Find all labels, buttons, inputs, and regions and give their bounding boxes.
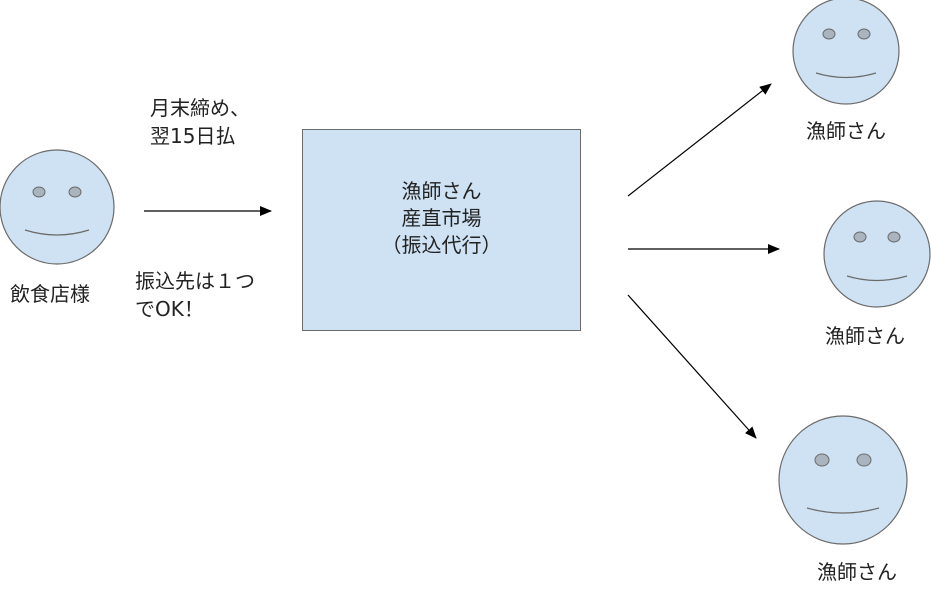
single-payee-note: 振込先は１つ でOK！ bbox=[135, 267, 255, 323]
single-payee-line-2: でOK！ bbox=[135, 297, 204, 321]
customer-smiley-icon bbox=[0, 149, 115, 265]
payment-terms-line-1: 月末締め、 bbox=[150, 96, 250, 120]
fisherman-label-2: 漁師さん bbox=[825, 324, 905, 348]
arrow-box-to-fisherman-3 bbox=[627, 294, 757, 439]
arrow-box-to-fisherman-1 bbox=[627, 83, 772, 197]
center-box-line-2: 産直市場 bbox=[401, 205, 482, 230]
center-box-line-3: （振込代行） bbox=[381, 232, 502, 257]
fisherman-label-3: 漁師さん bbox=[817, 560, 897, 584]
fisherman-smiley-icon-3 bbox=[778, 415, 908, 545]
customer-label: 飲食店様 bbox=[10, 282, 90, 306]
center-box-background bbox=[302, 129, 581, 331]
fisherman-smiley-icon-2 bbox=[823, 200, 931, 308]
fisherman-label-1: 漁師さん bbox=[806, 119, 886, 143]
center-box: 漁師さん 産直市場 （振込代行） bbox=[302, 129, 581, 331]
payment-terms-note: 月末締め、 翌15日払 bbox=[150, 94, 250, 150]
center-box-line-1: 漁師さん bbox=[401, 178, 482, 203]
single-payee-line-1: 振込先は１つ bbox=[135, 269, 255, 293]
center-box-text: 漁師さん 産直市場 （振込代行） bbox=[382, 178, 502, 259]
payment-terms-line-2: 翌15日払 bbox=[150, 124, 236, 148]
fisherman-smiley-icon-1 bbox=[792, 0, 900, 105]
